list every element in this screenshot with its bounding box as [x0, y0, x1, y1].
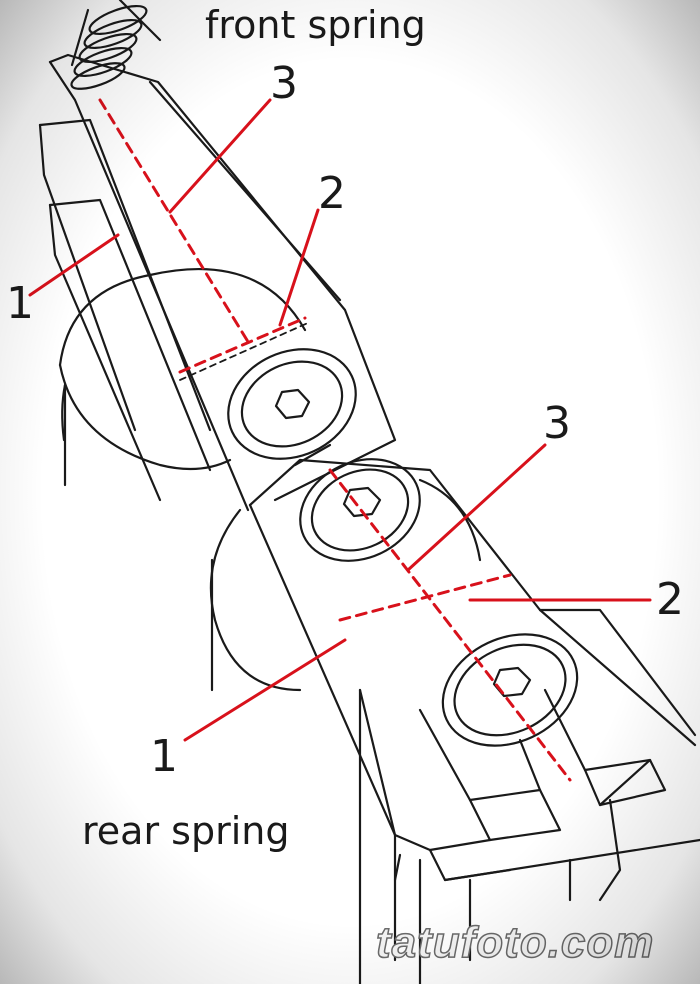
rear-leader-1	[183, 638, 347, 742]
front-callout-2: 2	[318, 168, 346, 219]
rear-leader-3	[406, 443, 547, 572]
rear-callout-1: 1	[150, 731, 178, 782]
front-spring-blade	[48, 53, 397, 512]
rear-armature-bar	[209, 478, 482, 692]
rear-frame-base	[358, 688, 700, 984]
rear-screw-washer-upper	[299, 458, 421, 562]
front-leader-3	[168, 98, 272, 214]
rear-callout-2: 2	[656, 574, 684, 625]
front-spring-label: front spring	[205, 3, 426, 47]
front-spring-coil	[70, 0, 162, 90]
rear-spring-blade	[248, 443, 697, 852]
rear-spring-label: rear spring	[82, 809, 290, 853]
front-measure-line-3	[98, 98, 252, 347]
rear-measure-line-2	[338, 573, 512, 622]
front-callout-1: 1	[6, 278, 34, 329]
front-armature-bar	[58, 268, 307, 471]
front-frame-block	[38, 118, 212, 502]
watermark: tatufoto.com	[375, 917, 655, 968]
rear-measure-line-3	[328, 468, 572, 782]
front-screw-washer	[227, 348, 357, 460]
front-leader-2	[278, 208, 320, 327]
rear-screw-washer-lower	[441, 633, 579, 747]
front-callout-3: 3	[270, 58, 298, 109]
front-measure-line-2	[178, 316, 307, 374]
front-leader-1	[28, 233, 120, 297]
rear-callout-3: 3	[543, 398, 571, 449]
